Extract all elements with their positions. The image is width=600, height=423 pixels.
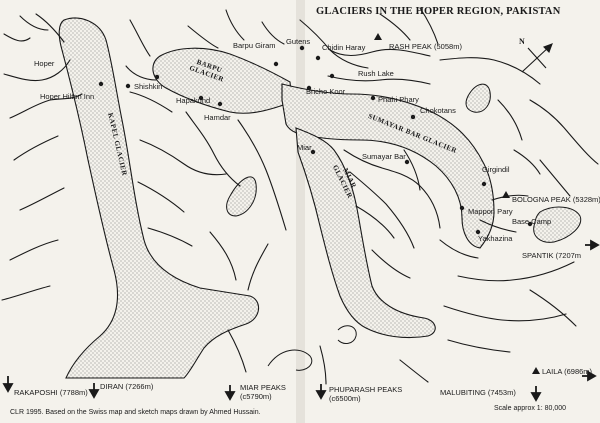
peak-laila: LAILA (6986m) (542, 367, 593, 376)
map-title: GLACIERS IN THE HOPER REGION, PAKISTAN (316, 6, 561, 17)
peak-bologna: BOLOGNA PEAK (5328m) (512, 195, 600, 204)
kapel-glacier (58, 17, 260, 379)
place-chidin-haray: Chidin Haray (322, 43, 366, 52)
peak-miar-name: MIAR PEAKS (240, 383, 286, 392)
place-hamdar: Hamdar (204, 113, 231, 122)
place-chokotans: Chokotans (420, 106, 456, 115)
place-base-camp: Base Camp (512, 217, 552, 226)
map-credit: CLR 1995. Based on the Swiss map and ske… (10, 409, 261, 416)
place-mappon-pary: Mappon Pary (468, 207, 513, 216)
miar-glacier (295, 127, 436, 339)
drainage-lines (1, 7, 599, 385)
miar-terminus-outline (267, 349, 313, 371)
bologna-peak-triangle (502, 191, 510, 198)
page-gutter (296, 0, 305, 423)
place-phahi-phary: Phahi Phary (378, 95, 419, 104)
place-gutens: Gutens (286, 37, 311, 46)
peak-phuparash: PHUPARASH PEAKS (c6500m) (329, 385, 402, 403)
peak-rakaposhi: RAKAPOSHI (7788m) (14, 388, 88, 397)
place-hoper-hilton-inn: Hoper Hilton Inn (40, 92, 95, 101)
rock-island-east (465, 83, 491, 113)
peak-miar: MIAR PEAKS (c5790m) (240, 383, 286, 401)
place-hapakund: Hapakund (176, 96, 211, 105)
north-arrow (521, 43, 553, 73)
place-bricho-koor: Bricho Koor (306, 87, 346, 96)
north-label: N (519, 37, 525, 46)
place-girgindil: Girgindil (482, 165, 510, 174)
bologna-ice (533, 206, 582, 243)
settlement-markers (98, 45, 533, 235)
peak-spantik: SPANTIK (7207m (522, 251, 582, 260)
place-rush-lake: Rush Lake (358, 69, 394, 78)
map-scale: Scale approx 1: 80,000 (494, 405, 566, 412)
barpu-glacier (152, 47, 293, 114)
place-miar: Miar (297, 143, 312, 152)
rash-peak-triangle (374, 33, 382, 40)
rock-island-central (226, 176, 257, 217)
direction-arrows (2, 239, 600, 402)
place-hoper: Hoper (34, 59, 55, 68)
place-sumayar-bar: Sumayar Bar (362, 152, 406, 161)
sumayar-bar-glacier (281, 83, 495, 249)
place-yakhazina: Yakhazina (478, 234, 513, 243)
place-barpu-giram: Barpu Giram (233, 41, 276, 50)
peak-diran: DIRAN (7266m) (100, 382, 154, 391)
peak-rash: RASH PEAK (5058m) (389, 42, 462, 51)
peak-phuparash-name: PHUPARASH PEAKS (329, 385, 403, 394)
place-shishkin: Shishkin (134, 82, 163, 91)
peak-phuparash-height: (c6500m) (329, 394, 361, 403)
laila-peak-triangle (532, 367, 540, 374)
peak-malubiting: MALUBITING (7453m) (440, 388, 516, 397)
peak-miar-height: (c5790m) (240, 392, 272, 401)
moraine-outline (337, 325, 357, 344)
